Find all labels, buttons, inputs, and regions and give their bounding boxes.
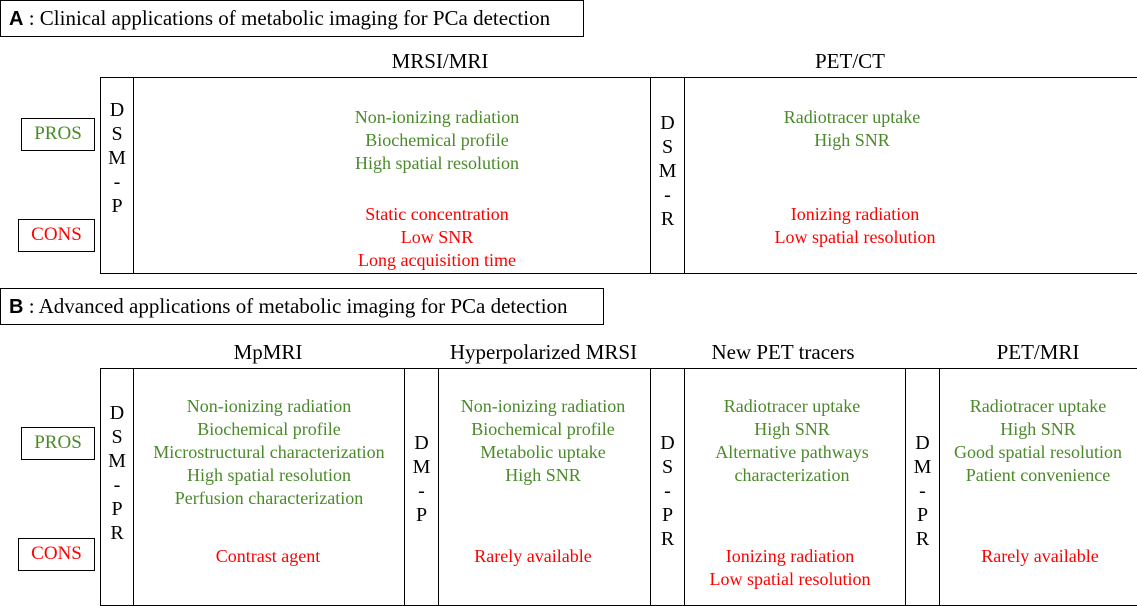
pros-item: Non-ionizing radiation (460, 396, 626, 416)
side-letter: R (110, 522, 124, 544)
panel-a-mrsi-pros: Non-ionizing radiation Biochemical profi… (337, 106, 537, 175)
cons-item: Low SNR (400, 227, 474, 247)
side-letter: M (108, 450, 126, 472)
panel-b-title-text: : Advanced applications of metabolic ima… (23, 294, 568, 318)
cons-item: Rarely available (981, 546, 1099, 566)
panel-b-pet-mri-pros: Radiotracer uptake High SNR Good spatial… (938, 395, 1137, 487)
pros-item: Radiotracer uptake (723, 396, 861, 416)
side-letter: P (111, 498, 123, 520)
panel-b-new-pet-cons: Ionizing radiation Low spatial resolutio… (690, 545, 890, 591)
side-letter: M (412, 456, 431, 478)
panel-b-new-pet-pros: Radiotracer uptake High SNR Alternative … (692, 395, 892, 487)
pros-item: Non-ionizing radiation (354, 107, 520, 127)
panel-b-heading-hyperpolarized: Hyperpolarized MRSI (449, 340, 638, 364)
pros-item: High SNR (505, 465, 581, 485)
cons-item: Long acquisition time (358, 250, 516, 270)
pros-item: Biochemical profile (471, 419, 615, 439)
side-letter: M (108, 147, 126, 169)
cons-item: Ionizing radiation (790, 204, 920, 224)
side-letter: P (916, 504, 929, 526)
panel-a-frame (100, 77, 1137, 274)
side-letter: - (113, 474, 121, 496)
panel-b-title: B : Advanced applications of metabolic i… (0, 288, 604, 325)
panel-a-title: A : Clinical applications of metabolic i… (0, 0, 584, 37)
pros-item: High spatial resolution (355, 153, 519, 173)
panel-a-mrsi-side-box: D S M - P (100, 77, 134, 274)
side-letter: S (111, 123, 123, 145)
panel-a-mrsi-cons: Static concentration Low SNR Long acquis… (337, 203, 537, 272)
panel-a-title-text: : Clinical applications of metabolic ima… (23, 6, 551, 30)
panel-b-letter: B (9, 296, 24, 318)
panel-a-pet-side-box: D S M - R (650, 77, 685, 274)
side-letter: - (418, 480, 425, 502)
side-letter: P (415, 504, 428, 526)
panel-a-letter: A (9, 8, 24, 30)
pros-item: Radiotracer uptake (969, 396, 1107, 416)
panel-a-cons-label: CONS (18, 219, 95, 252)
pros-item: High SNR (814, 130, 890, 150)
side-letter: P (111, 195, 123, 217)
pros-item: Perfusion characterization (174, 488, 364, 508)
side-letter: D (414, 432, 429, 454)
panel-b-heading-mpmri: MpMRI (233, 340, 303, 364)
cons-item: Low spatial resolution (709, 569, 871, 589)
panel-b-hyperpolarized-cons: Rarely available (433, 545, 633, 568)
pros-item: Alternative pathways (715, 442, 869, 462)
side-letter: - (113, 171, 121, 193)
pros-item: Patient convenience (965, 465, 1111, 485)
side-letter: R (660, 208, 675, 230)
side-letter: D (109, 402, 125, 424)
panel-a-pet-cons: Ionizing radiation Low spatial resolutio… (755, 203, 955, 249)
pros-item: High spatial resolution (187, 465, 351, 485)
pros-item: Biochemical profile (197, 419, 341, 439)
cons-item: Low spatial resolution (774, 227, 936, 247)
panel-b-pros-label: PROS (21, 427, 95, 460)
panel-b-mpmri-pros: Non-ionizing radiation Biochemical profi… (138, 395, 400, 510)
side-letter: R (915, 528, 930, 550)
panel-b-pet-mri-side-box: D M - P R (905, 368, 940, 606)
pros-item: High SNR (1000, 419, 1076, 439)
side-letter: D (109, 99, 125, 121)
panel-b-heading-new-pet: New PET tracers (711, 340, 855, 364)
pros-item: Non-ionizing radiation (186, 396, 352, 416)
panel-b-hyperpolarized-pros: Non-ionizing radiation Biochemical profi… (443, 395, 643, 487)
pros-item: Good spatial resolution (954, 442, 1122, 462)
cons-item: Contrast agent (215, 546, 321, 566)
panel-b-mpmri-side-box: D S M - P R (100, 368, 134, 606)
pros-item: Metabolic uptake (480, 442, 606, 462)
cons-item: Ionizing radiation (725, 546, 855, 566)
side-letter: M (658, 160, 677, 182)
side-letter: - (664, 184, 671, 206)
side-letter: R (660, 528, 675, 550)
panel-a-heading-pet-ct: PET/CT (814, 49, 885, 73)
side-letter: M (913, 456, 932, 478)
panel-b-cons-label: CONS (18, 538, 95, 571)
side-letter: - (664, 480, 671, 502)
panel-a-pet-pros: Radiotracer uptake High SNR (752, 106, 952, 152)
side-letter: S (661, 456, 674, 478)
panel-b-new-pet-side-box: D S - P R (650, 368, 685, 606)
side-letter: D (915, 432, 930, 454)
panel-b-pet-mri-cons: Rarely available (940, 545, 1137, 568)
side-letter: - (919, 480, 926, 502)
pros-item: High SNR (754, 419, 830, 439)
cons-item: Static concentration (365, 204, 509, 224)
panel-b-heading-pet-mri: PET/MRI (996, 340, 1080, 364)
side-letter: S (111, 426, 123, 448)
panel-b-mpmri-cons: Contrast agent (168, 545, 368, 568)
pros-item: Radiotracer uptake (783, 107, 921, 127)
side-letter: D (660, 432, 675, 454)
cons-item: Rarely available (474, 546, 592, 566)
pros-item: Biochemical profile (365, 130, 509, 150)
side-letter: P (661, 504, 674, 526)
pros-item: Microstructural characterization (153, 442, 385, 462)
pros-item: characterization (734, 465, 850, 485)
panel-a-heading-mrsi-mri: MRSI/MRI (391, 49, 489, 73)
panel-a-pros-label: PROS (21, 118, 95, 151)
panel-b-hyperpolarized-side-box: D M - P (404, 368, 439, 606)
side-letter: S (661, 136, 674, 158)
side-letter: D (660, 112, 675, 134)
